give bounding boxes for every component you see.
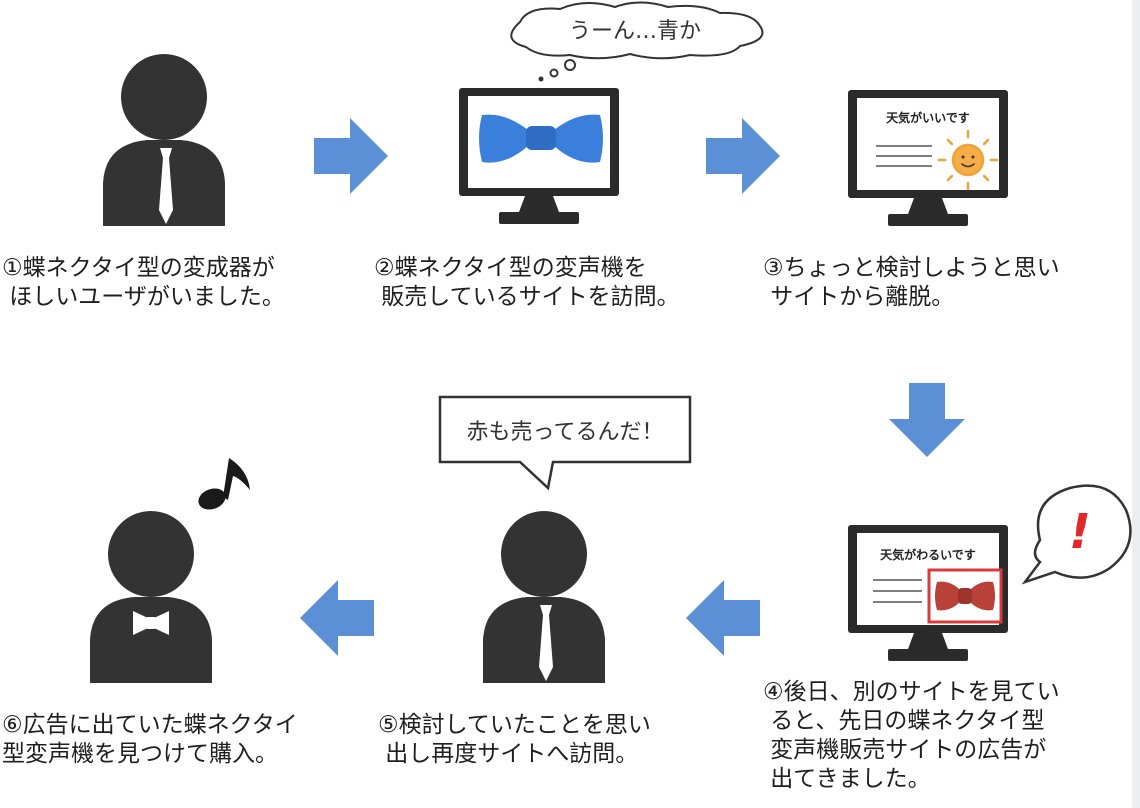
white-bowtie-icon [133,611,169,635]
arrow-right-1-icon [314,118,388,194]
step-1-caption: ①蝶ネクタイ型の変成器が ほしいユーザがいました。 [2,255,285,310]
weather-bad-heading: 天気がわるいです [880,547,976,562]
text-lines-icon [873,579,922,603]
blue-bowtie-icon [479,114,603,163]
speech-bubble: 赤も売ってるんだ！ [438,395,692,491]
person-5-icon [483,511,605,683]
arrow-left-2-icon [300,580,374,656]
person-1-icon [103,54,225,226]
red-bowtie-icon [935,581,995,611]
step-5-caption: ⑤検討していたことを思い 出し再度サイトへ訪問。 [378,712,651,767]
step-4-caption: ④後日、別のサイトを見てい ると、先日の蝶ネクタイ型 変声機販売サイトの広告が … [763,679,1060,792]
arrow-down-icon [889,383,965,457]
speech-bubble-text: 赤も売ってるんだ！ [467,420,664,445]
exclamation-mark: ! [1069,504,1091,560]
step-6-caption: ⑥広告に出ていた蝶ネクタイ 型変声機を見つけて購入。 [2,712,298,767]
arrow-left-1-icon [686,580,760,656]
monitor-3-icon: 天気がいいです [848,90,1008,226]
arrow-right-2-icon [706,118,780,194]
person-6-icon [90,511,212,683]
monitor-4-icon: 天気がわるいです [848,525,1008,661]
monitor-2-icon [459,88,619,224]
music-note-icon [198,458,250,510]
right-edge-strip [1132,0,1140,808]
thought-bubble-text: うーん…青か [569,19,701,44]
thought-bubble: うーん…青か [510,1,764,82]
step-3-caption: ③ちょっと検討しようと思い サイトから離脱。 [763,255,1060,310]
step-2-caption: ②蝶ネクタイ型の変声機を 販売しているサイトを訪問。 [374,255,680,310]
weather-good-heading: 天気がいいです [886,110,970,125]
text-lines-icon [876,145,932,167]
sun-icon [937,129,999,191]
exclamation-bubble: ! [1021,484,1132,585]
